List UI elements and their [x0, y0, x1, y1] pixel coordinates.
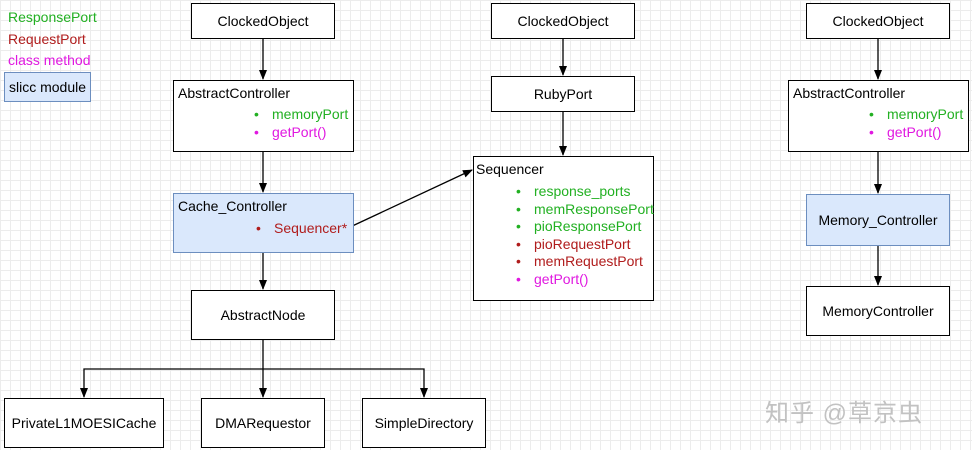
clockedobject-node-left-label: ClockedObject: [217, 13, 309, 29]
memorycontroller-node: MemoryController: [806, 286, 950, 336]
abstractnode-node-label: AbstractNode: [220, 307, 306, 323]
privatel1moesicache-node: PrivateL1MOESICache: [4, 398, 164, 448]
edge-cachecontroller-sequencer: [347, 169, 473, 229]
clockedobject-node-middle: ClockedObject: [491, 3, 635, 39]
abstractcontroller-node-right: AbstractController memoryPort getPort(): [788, 80, 969, 152]
legend-slicc-module-label: slicc module: [8, 79, 87, 95]
rubyport-node-label: RubyPort: [533, 86, 593, 102]
legend-response-port: ResponsePort: [8, 9, 97, 25]
simpledirectory-node: SimpleDirectory: [362, 398, 486, 448]
abstractcontroller-right-items: memoryPort getPort(): [869, 106, 963, 141]
legend-slicc-module: slicc module: [4, 72, 91, 102]
list-item-pioresponseport: pioResponsePort: [516, 218, 654, 236]
legend-class-method: class method: [8, 52, 91, 68]
cache-controller-items: Sequencer*: [256, 220, 347, 238]
cache-controller-node: Cache_Controller Sequencer*: [173, 193, 354, 253]
clockedobject-node-left: ClockedObject: [191, 3, 335, 39]
edge-abstractnode-simpledirectory: [263, 368, 428, 398]
sequencer-node-title: Sequencer: [476, 161, 544, 177]
list-item-memrequestport: memRequestPort: [516, 253, 654, 271]
list-item-getport: getPort(): [254, 124, 348, 142]
rubyport-node: RubyPort: [491, 76, 635, 112]
clockedobject-node-middle-label: ClockedObject: [517, 13, 609, 29]
memorycontroller-node-label: MemoryController: [822, 303, 934, 319]
sequencer-node: Sequencer response_ports memResponsePort…: [473, 156, 654, 301]
edge-abstractnode-privatel1: [80, 368, 263, 398]
simpledirectory-node-label: SimpleDirectory: [374, 415, 474, 431]
abstractnode-node: AbstractNode: [191, 290, 335, 340]
abstractcontroller-node-left: AbstractController memoryPort getPort(): [173, 80, 354, 152]
dmarequestor-node-label: DMARequestor: [215, 415, 311, 431]
list-item-sequencer-pointer: Sequencer*: [256, 220, 347, 238]
list-item-piorequestport: pioRequestPort: [516, 236, 654, 254]
list-item-memresponseport: memResponsePort: [516, 201, 654, 219]
dmarequestor-node: DMARequestor: [201, 398, 325, 448]
memory-controller-slicc-node-label: Memory_Controller: [818, 212, 938, 228]
cache-controller-node-title: Cache_Controller: [178, 198, 287, 214]
clockedobject-node-right-label: ClockedObject: [832, 13, 924, 29]
clockedobject-node-right: ClockedObject: [806, 3, 950, 39]
memory-controller-slicc-node: Memory_Controller: [806, 194, 950, 246]
watermark: 知乎 @草京虫: [765, 400, 924, 427]
sequencer-items: response_ports memResponsePort pioRespon…: [516, 183, 654, 288]
abstractcontroller-left-items: memoryPort getPort(): [254, 106, 348, 141]
legend-request-port: RequestPort: [8, 31, 86, 47]
privatel1moesicache-node-label: PrivateL1MOESICache: [11, 415, 157, 431]
list-item-response-ports: response_ports: [516, 183, 654, 201]
abstractcontroller-node-right-title: AbstractController: [793, 85, 906, 101]
list-item-memoryport: memoryPort: [254, 106, 348, 124]
list-item-getport: getPort(): [516, 271, 654, 289]
list-item-memoryport: memoryPort: [869, 106, 963, 124]
list-item-getport: getPort(): [869, 124, 963, 142]
abstractcontroller-node-left-title: AbstractController: [178, 85, 291, 101]
